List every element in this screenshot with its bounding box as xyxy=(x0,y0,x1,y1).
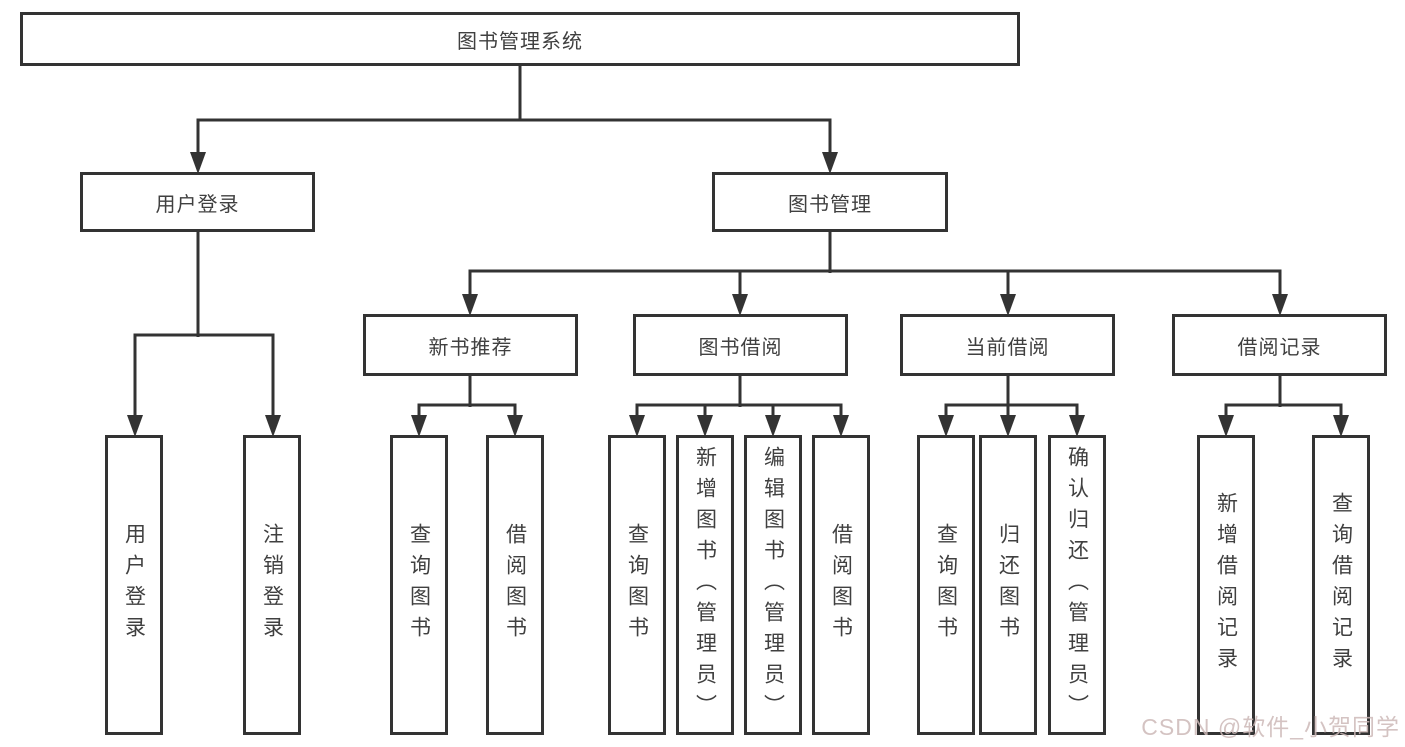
leaf-borrow-book-1: 借阅图书 xyxy=(486,435,544,735)
connector-new-book-rec-children xyxy=(411,374,523,437)
connector-book-mgmt-children xyxy=(462,230,1288,316)
leaf-edit-book-admin: 编辑图书（管理员） xyxy=(744,435,802,735)
node-book-mgmt-label: 图书管理 xyxy=(788,193,872,216)
leaf-logout-label: 注销登录 xyxy=(260,523,284,647)
node-book-mgmt: 图书管理 xyxy=(712,172,948,232)
leaf-user-login: 用户登录 xyxy=(105,435,163,735)
leaf-user-login-label: 用户登录 xyxy=(122,523,146,647)
node-user-login-label: 用户登录 xyxy=(155,193,240,216)
leaf-query-borrow-record: 查询借阅记录 xyxy=(1312,435,1370,735)
node-current-borrow-label: 当前借阅 xyxy=(965,336,1050,359)
leaf-query-book-1-label: 查询图书 xyxy=(407,523,431,647)
connector-current-borrow-children xyxy=(938,374,1085,437)
connector-user-login-children xyxy=(127,230,281,437)
node-new-book-recommend: 新书推荐 xyxy=(363,314,578,376)
connector-borrow-records-children xyxy=(1218,374,1349,437)
leaf-query-book-1: 查询图书 xyxy=(390,435,448,735)
connector-root-split xyxy=(190,64,838,174)
leaf-add-book-admin: 新增图书（管理员） xyxy=(676,435,734,735)
leaf-return-book: 归还图书 xyxy=(979,435,1037,735)
leaf-return-book-label: 归还图书 xyxy=(996,523,1020,647)
node-book-borrow-label: 图书借阅 xyxy=(698,336,783,359)
leaf-query-book-3: 查询图书 xyxy=(917,435,975,735)
leaf-confirm-return-admin: 确认归还（管理员） xyxy=(1048,435,1106,735)
node-root: 图书管理系统 xyxy=(20,12,1020,66)
leaf-borrow-book-2-label: 借阅图书 xyxy=(829,523,853,647)
leaf-confirm-return-admin-label: 确认归还（管理员） xyxy=(1065,445,1089,725)
leaf-borrow-book-2: 借阅图书 xyxy=(812,435,870,735)
node-current-borrow: 当前借阅 xyxy=(900,314,1115,376)
node-borrow-records: 借阅记录 xyxy=(1172,314,1387,376)
node-root-label: 图书管理系统 xyxy=(457,30,583,53)
node-borrow-records-label: 借阅记录 xyxy=(1237,336,1322,359)
csdn-watermark: CSDN @软件_小贺同学 xyxy=(1141,714,1400,740)
node-book-borrow: 图书借阅 xyxy=(633,314,848,376)
leaf-add-borrow-record: 新增借阅记录 xyxy=(1197,435,1255,735)
leaf-query-borrow-record-label: 查询借阅记录 xyxy=(1329,492,1353,678)
connector-book-borrow-children xyxy=(629,374,849,437)
leaf-logout: 注销登录 xyxy=(243,435,301,735)
leaf-add-borrow-record-label: 新增借阅记录 xyxy=(1214,492,1238,678)
leaf-query-book-3-label: 查询图书 xyxy=(934,523,958,647)
leaf-query-book-2: 查询图书 xyxy=(608,435,666,735)
leaf-add-book-admin-label: 新增图书（管理员） xyxy=(693,445,717,725)
node-user-login: 用户登录 xyxy=(80,172,315,232)
leaf-edit-book-admin-label: 编辑图书（管理员） xyxy=(761,445,785,725)
node-new-book-recommend-label: 新书推荐 xyxy=(428,336,513,359)
leaf-query-book-2-label: 查询图书 xyxy=(625,523,649,647)
leaf-borrow-book-1-label: 借阅图书 xyxy=(503,523,527,647)
